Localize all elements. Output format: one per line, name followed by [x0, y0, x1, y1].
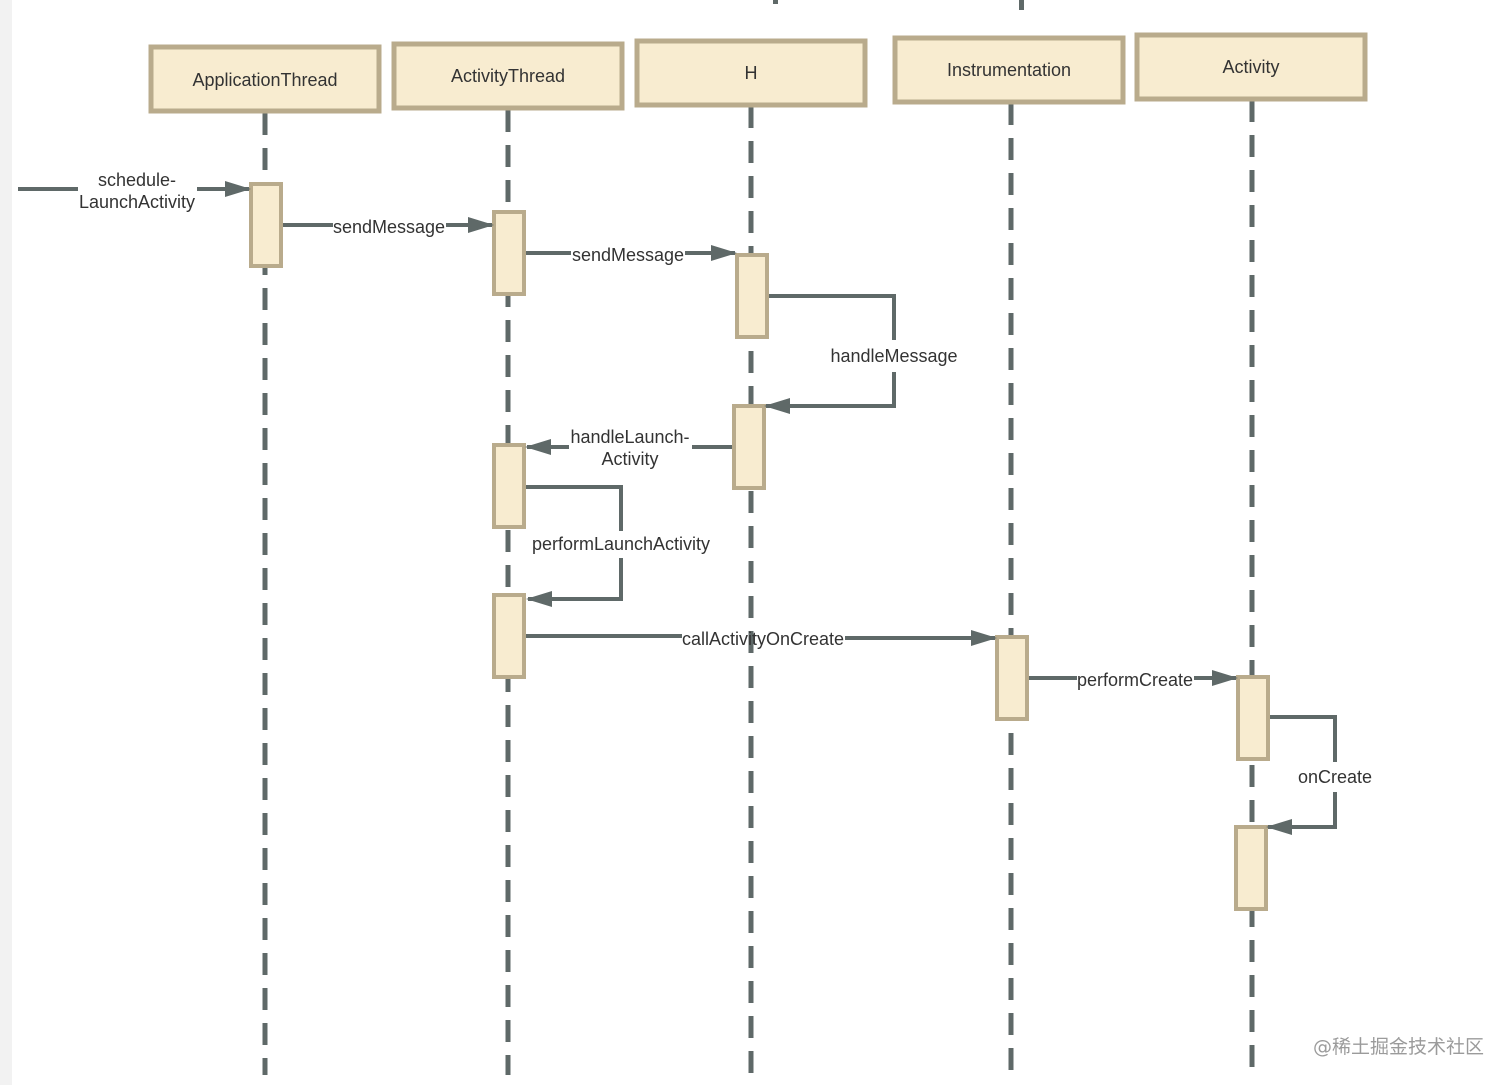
- message-label: sendMessage: [333, 217, 445, 237]
- message-line: [769, 294, 896, 340]
- activation-bar: [1236, 675, 1270, 761]
- participant-label: Instrumentation: [947, 60, 1071, 80]
- top-edge-mark: [773, 0, 778, 4]
- participant-activity: Activity: [1134, 32, 1368, 102]
- activation-bar: [492, 593, 526, 679]
- message-label: onCreate: [1298, 767, 1372, 787]
- activation-bar: [732, 404, 766, 490]
- participant-box: [391, 41, 625, 111]
- participant-applicationthread: ApplicationThread: [148, 44, 382, 114]
- message-label: handleLaunch-: [570, 427, 689, 447]
- message-handle-launch-activity: handleLaunch- Activity: [525, 427, 732, 469]
- message-line: [1270, 715, 1337, 762]
- activation-bar: [995, 635, 1029, 721]
- message-arrow: [764, 372, 896, 414]
- message-label: performCreate: [1077, 670, 1193, 690]
- message-arrow: [1266, 792, 1337, 835]
- message-arrow: [526, 558, 623, 607]
- participant-box: [148, 44, 382, 114]
- participant-h: H: [634, 38, 868, 108]
- lifelines: [262, 100, 1255, 1085]
- watermark-text: @稀土掘金技术社区: [1312, 1036, 1484, 1058]
- message-label: sendMessage: [572, 245, 684, 265]
- participant-instrumentation: Instrumentation: [892, 35, 1126, 105]
- message-call-activity-on-create: callActivityOnCreate: [526, 629, 997, 649]
- message-on-create: onCreate: [1266, 715, 1372, 835]
- message-label: handleMessage: [830, 346, 957, 366]
- activation-bar: [1234, 825, 1268, 911]
- message-label: Activity: [601, 449, 658, 469]
- message-label: LaunchActivity: [79, 192, 195, 212]
- activation-bar: [492, 210, 526, 296]
- message-send-message-2: sendMessage: [526, 245, 737, 265]
- participant-label: ActivityThread: [451, 66, 565, 86]
- left-margin-strip: [0, 0, 12, 1085]
- participant-label: ApplicationThread: [192, 70, 337, 90]
- participant-box: [1134, 32, 1368, 102]
- message-label: callActivityOnCreate: [682, 629, 844, 649]
- message-handle-message: handleMessage: [764, 294, 958, 414]
- message-perform-create: performCreate: [1029, 670, 1238, 690]
- message-perform-launch-activity: performLaunchActivity: [526, 485, 710, 607]
- message-schedule-launch-activity: schedule- LaunchActivity: [18, 170, 251, 212]
- message-send-message-1: sendMessage: [283, 217, 494, 237]
- participant-box: [634, 38, 868, 108]
- participant-box: [892, 35, 1126, 105]
- participant-activitythread: ActivityThread: [391, 41, 625, 111]
- activation-bar: [249, 182, 283, 268]
- message-label: performLaunchActivity: [532, 534, 710, 554]
- participant-label: Activity: [1222, 57, 1279, 77]
- top-edge-mark: [1019, 0, 1024, 10]
- activation-bar: [492, 443, 526, 529]
- activation-bar: [735, 253, 769, 339]
- message-label: schedule-: [98, 170, 176, 190]
- participant-label: H: [745, 63, 758, 83]
- message-line: [526, 485, 623, 531]
- activations: [249, 182, 1270, 911]
